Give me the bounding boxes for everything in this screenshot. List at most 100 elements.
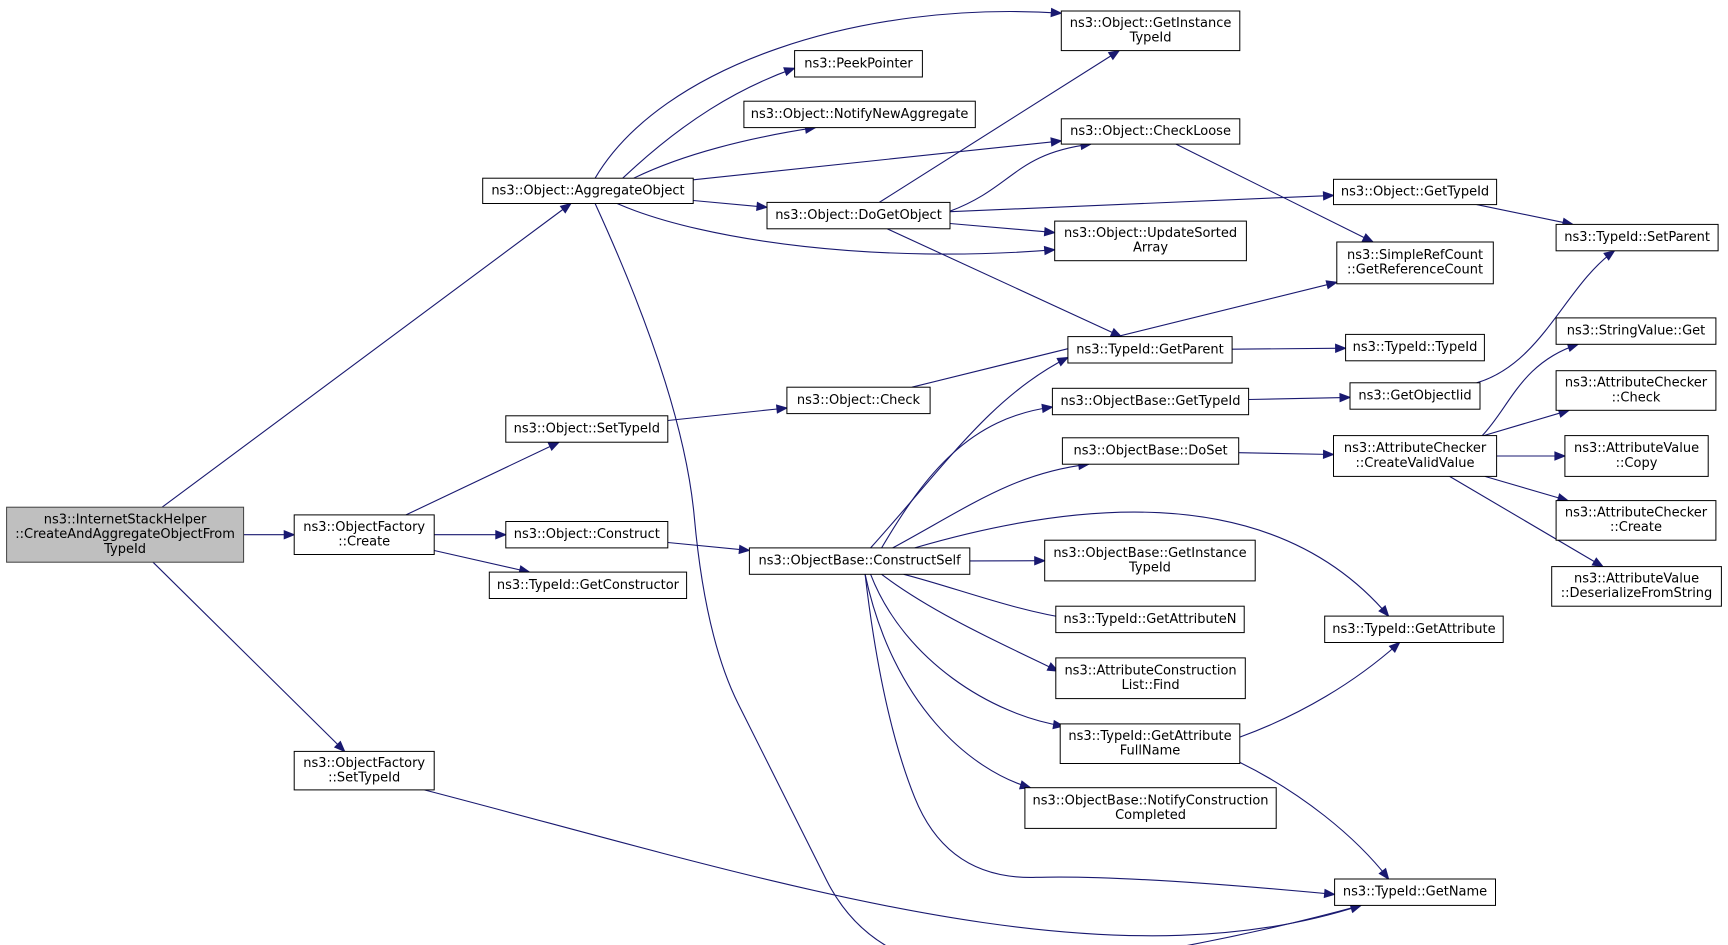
node-ac-create-valid[interactable]: ns3::AttributeChecker::CreateValidValue [1333,435,1498,477]
node-ob-notify-construction[interactable]: ns3::ObjectBase::NotifyConstructionCompl… [1024,787,1277,829]
node-box [1055,657,1246,700]
node-label: ns3::TypeId::GetName [1343,885,1487,900]
node-box [1336,241,1494,285]
node-obj-construct[interactable]: ns3::Object::Construct [505,521,669,549]
node-notify-new-aggregate[interactable]: ns3::Object::NotifyNewAggregate [743,100,976,129]
node-label: ::DeserializeFromString [1561,586,1713,601]
node-label: ns3::SimpleRefCount [1347,248,1483,263]
node-label: ns3::Object::SetTypeId [514,422,660,437]
node-label: TypeId [1128,560,1171,575]
node-label: ns3::TypeId::GetAttribute [1068,729,1231,744]
edge-tid_get_parent-to-tid_typeid [1232,347,1346,350]
node-of-settypeid[interactable]: ns3::ObjectFactory::SetTypeId [293,750,435,791]
node-tid-get-parent[interactable]: ns3::TypeId::GetParent [1067,336,1233,364]
node-tid-get-attribute-n[interactable]: ns3::TypeId::GetAttributeN [1055,605,1245,634]
edge-tid_get_attr_fullname-to-tid_get_name [1239,761,1390,880]
arrowhead-ac_create_valid-to-av_deserialize [1591,557,1605,568]
node-of-create[interactable]: ns3::ObjectFactory::Create [293,514,435,556]
node-label: ::CreateValidValue [1356,456,1475,471]
node-label: ns3::TypeId::TypeId [1353,340,1478,355]
node-tid-get-attribute[interactable]: ns3::TypeId::GetAttribute [1324,615,1504,643]
node-get-ref-count[interactable]: ns3::SimpleRefCount::GetReferenceCount [1336,241,1494,285]
node-box [748,547,971,575]
node-label: ns3::AttributeValue [1574,572,1699,587]
node-box [1345,333,1485,362]
arrowhead-do_get_object-to-get_instance_typeid [1107,49,1121,61]
node-construct-self[interactable]: ns3::ObjectBase::ConstructSelf [748,547,971,575]
node-root[interactable]: ns3::InternetStackHelper::CreateAndAggre… [6,506,245,563]
node-label: TypeId [103,542,146,557]
node-label: ns3::AttributeChecker [1565,506,1708,521]
node-string-value-get[interactable]: ns3::StringValue::Get [1555,317,1717,345]
node-peek-pointer[interactable]: ns3::PeekPointer [794,50,923,78]
node-box [1061,437,1240,465]
node-label: TypeId [1129,31,1172,46]
node-box [1564,435,1709,477]
edges-layer [152,7,1616,945]
arrowhead-tid_get_attr_fullname-to-tid_get_attribute [1388,641,1401,654]
edge-construct_self-to-tid_get_attribute_n [903,573,1075,620]
node-tid-set-parent[interactable]: ns3::TypeId::SetParent [1555,223,1719,252]
edge-obj_set_typeid-to-obj_check [667,407,787,422]
node-label: ns3::GetObjectIid [1358,389,1471,404]
node-label: ::Create [1610,520,1662,535]
node-label: ns3::TypeId::GetConstructor [497,578,680,593]
arrowhead-construct_self-to-tid_get_name [1323,888,1336,899]
edge-tid_get_attr_fullname-to-tid_get_attribute [1239,642,1400,738]
node-check-loose[interactable]: ns3::Object::CheckLoose [1060,118,1241,145]
node-label: ns3::ObjectBase::GetTypeId [1061,394,1241,409]
arrowhead-check_loose-to-get_ref_count [1361,233,1375,243]
arrowhead-of_create-to-obj_construct [495,529,508,540]
node-label: ns3::Object::DoGetObject [775,208,942,223]
node-tid-get-name[interactable]: ns3::TypeId::GetName [1334,878,1496,906]
node-label: ::GetReferenceCount [1347,263,1483,278]
node-ob-doset[interactable]: ns3::ObjectBase::DoSet [1061,437,1240,465]
arrowhead-obj_set_typeid-to-obj_check [775,404,789,414]
node-obj-check[interactable]: ns3::Object::Check [786,386,931,415]
node-label: ns3::Object::Check [797,393,921,408]
edge-get_object_iid-to-tid_set_parent [1476,250,1615,384]
edge-aggregate-to-update_sorted [616,202,1055,255]
node-do-get-object[interactable]: ns3::Object::DoGetObject [766,201,951,230]
edge-obj_construct-to-construct_self [667,541,750,551]
node-box [505,415,669,443]
arrowhead-root-to-of_create [283,529,296,540]
arrowhead-aggregate-to-get_instance_typeid [1050,7,1063,18]
edge-ac_create_valid-to-ac_check [1483,409,1570,437]
arrowhead-obj_construct-to-construct_self [738,544,751,555]
node-obj-get-typeid[interactable]: ns3::Object::GetTypeId [1333,178,1498,206]
arrowhead-ac_create_valid-to-av_copy [1554,451,1567,461]
arrowhead-do_get_object-to-obj_get_typeid [1322,191,1335,201]
node-label: ns3::TypeId::SetParent [1564,230,1710,245]
node-av-copy[interactable]: ns3::AttributeValue::Copy [1564,435,1709,477]
node-tid-get-constructor[interactable]: ns3::TypeId::GetConstructor [488,571,688,599]
node-obj-set-typeid[interactable]: ns3::Object::SetTypeId [505,415,669,443]
node-aggregate[interactable]: ns3::Object::AggregateObject [482,177,694,204]
edge-of_settypeid-to-tid_get_name [424,789,1362,937]
edge-aggregate-to-get_instance_typeid [594,10,1062,179]
node-ac-check[interactable]: ns3::AttributeChecker::Check [1555,370,1717,411]
edge-of_create-to-obj_set_typeid [405,441,560,516]
node-box [293,514,435,556]
arrowhead-tid_get_attr_fullname-to-tid_get_name [1378,867,1390,881]
node-ac-create[interactable]: ns3::AttributeChecker::Create [1555,500,1717,541]
node-ob-get-typeid[interactable]: ns3::ObjectBase::GetTypeId [1051,387,1250,416]
edge-obj_get_typeid-to-tid_set_parent [1476,204,1574,225]
node-get-object-iid[interactable]: ns3::GetObjectIid [1349,382,1481,410]
node-label: List::Find [1121,678,1179,693]
node-box [766,201,951,230]
node-tid-typeid[interactable]: ns3::TypeId::TypeId [1345,333,1485,362]
node-label: ns3::InternetStackHelper [44,513,207,528]
node-av-deserialize[interactable]: ns3::AttributeValue::DeserializeFromStri… [1551,566,1722,607]
node-box [786,386,931,415]
arrowhead-construct_self-to-tid_get_attribute [1378,605,1390,618]
node-label: ns3::ObjectBase::GetInstance [1053,546,1246,561]
edge-root-to-aggregate [161,203,572,508]
arrowhead-get_object_iid-to-tid_set_parent [1603,250,1616,261]
node-box [488,571,688,599]
